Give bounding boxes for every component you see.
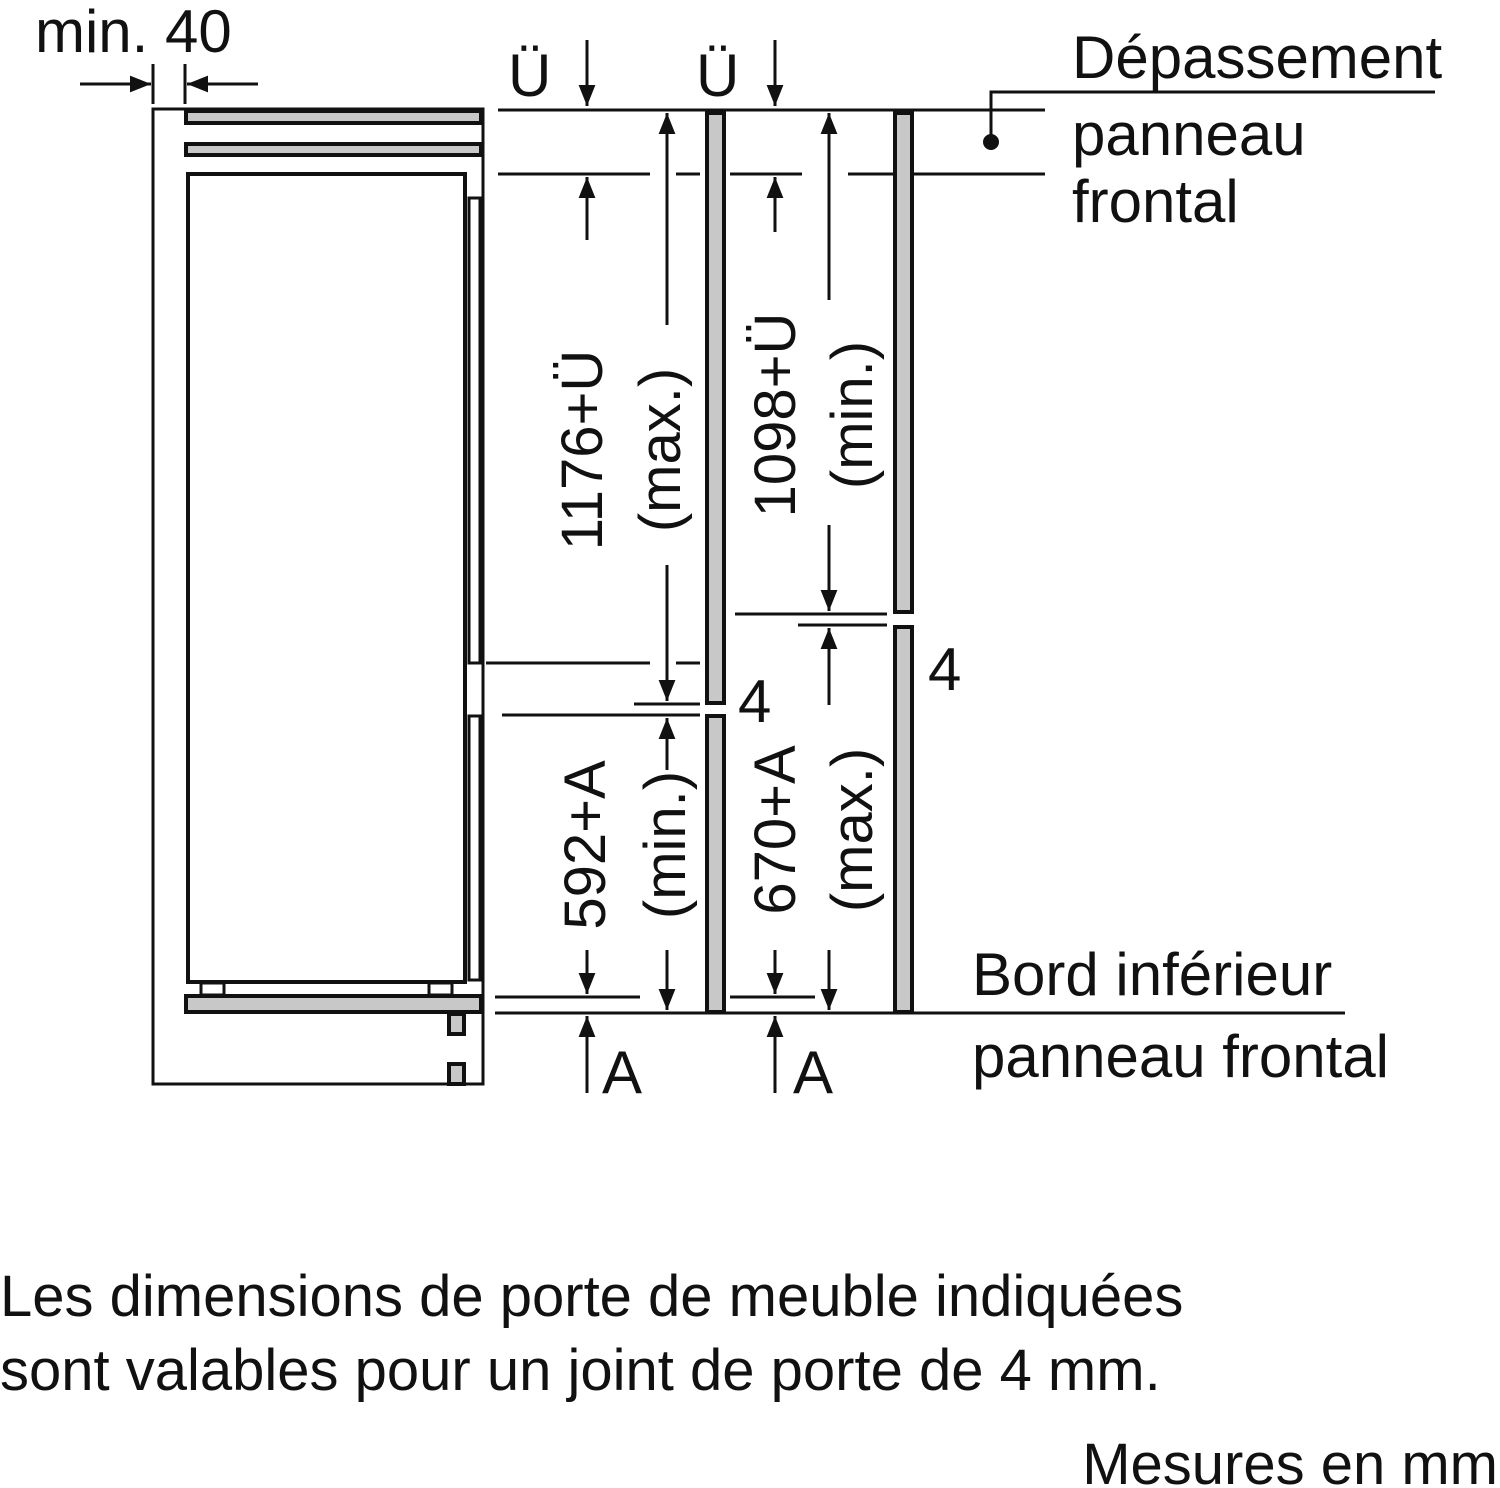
- dimension-arrows: [578, 40, 838, 1093]
- lower-min-value: 592+A: [553, 760, 618, 930]
- panel-left-lower: [705, 714, 726, 1014]
- foot: [447, 1012, 466, 1036]
- plinth-bar: [184, 994, 483, 1014]
- appliance-cross-section: [151, 107, 485, 1086]
- min-gap-label: min. 40: [35, 0, 232, 65]
- front-panels: [705, 111, 914, 1014]
- u-marker: Ü: [696, 42, 739, 109]
- bottom-edge-label-1: Bord inférieur: [972, 941, 1332, 1008]
- overhang-label-3: frontal: [1072, 168, 1239, 235]
- cabinet-outline: [151, 107, 485, 1086]
- footer-note-1: Les dimensions de porte de meuble indiqu…: [0, 1264, 1183, 1329]
- lower-max-value: 670+A: [743, 745, 808, 915]
- footer-note-2: sont valables pour un joint de porte de …: [0, 1338, 1161, 1403]
- bottom-edge-label-2: panneau frontal: [972, 1023, 1389, 1090]
- door-strip-lower: [467, 714, 482, 982]
- gap-label: 4: [928, 636, 961, 703]
- min-gap-dimension: [80, 64, 258, 104]
- door-strip-upper: [467, 196, 482, 665]
- foot: [447, 1062, 466, 1086]
- u-marker: Ü: [508, 42, 551, 109]
- overhang-label-1: Dépassement: [1072, 24, 1443, 91]
- overhang-callout: Dépassement panneau frontal: [983, 24, 1443, 235]
- lower-min-qualifier: (min.): [633, 771, 698, 919]
- reference-lines: [486, 108, 1345, 1015]
- a-marker: A: [602, 1039, 642, 1106]
- upper-max-qualifier: (max.): [628, 368, 693, 532]
- units-note: Mesures en mm: [1082, 1432, 1498, 1488]
- top-shelf-2: [184, 142, 483, 157]
- panel-right-upper: [893, 111, 914, 614]
- lower-max-qualifier: (max.): [820, 748, 885, 912]
- upper-min-qualifier: (min.): [820, 341, 885, 489]
- top-shelf: [184, 109, 483, 125]
- overhang-label-2: panneau: [1072, 101, 1306, 168]
- a-marker: A: [793, 1039, 833, 1106]
- panel-right-lower: [893, 625, 914, 1014]
- appliance-body: [186, 172, 467, 984]
- upper-max-value: 1176+Ü: [550, 350, 615, 550]
- upper-min-value: 1098+Ü: [743, 313, 808, 518]
- panel-left-upper: [705, 111, 726, 705]
- gap-label: 4: [738, 668, 771, 735]
